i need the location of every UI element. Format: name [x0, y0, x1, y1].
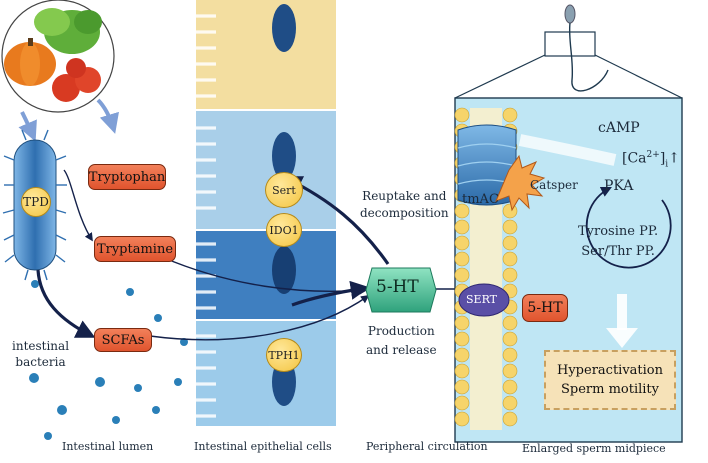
calcium-subscript: i: [665, 159, 669, 170]
particle-dots: [29, 280, 188, 440]
tryptamine-box: Tryptamine: [94, 236, 176, 262]
calcium-arrow: ↑: [668, 150, 680, 167]
reuptake-caption: Reuptake and decomposition: [360, 188, 449, 222]
sperm-serotonin-box: 5-HT: [522, 294, 568, 322]
vegetables-icon: [1, 0, 115, 113]
tryptophan-box: Tryptophan: [88, 164, 166, 190]
bacteria-caption-line2: bacteria: [15, 355, 66, 369]
production-caption: Production and release: [366, 322, 437, 360]
production-line1: Production: [367, 324, 435, 338]
sert-label: Sert: [272, 183, 296, 197]
ido1-enzyme: IDO1: [266, 213, 302, 247]
serthr-label: Ser/Thr PP.: [581, 244, 655, 259]
footer-lumen: Intestinal lumen: [62, 440, 154, 453]
footer-midpiece: Enlarged sperm midpiece: [522, 442, 666, 455]
calcium-label: [Ca2+]i↑: [622, 150, 680, 170]
tpd-label: TPD: [23, 195, 49, 209]
scfas-box: SCFAs: [94, 328, 152, 352]
calcium-superscript: 2+: [646, 150, 660, 160]
ido1-label: IDO1: [269, 223, 299, 237]
pka-label: PKA: [604, 178, 634, 194]
tryptamine-label: Tryptamine: [96, 241, 174, 257]
epithelium-layer: [196, 0, 336, 426]
tryptophan-label: Tryptophan: [88, 169, 166, 185]
scfas-label: SCFAs: [101, 332, 145, 348]
tph1-label: TPH1: [268, 348, 300, 362]
serotonin-node-label: 5-HT: [376, 277, 419, 297]
footer-epithelial: Intestinal epithelial cells: [194, 440, 332, 453]
outcome-line1: Hyperactivation: [557, 363, 663, 378]
tmac-label: tmAC: [462, 192, 499, 207]
footer-peripheral: Peripheral circulation: [366, 440, 488, 453]
tyrosine-label: Tyrosine PP.: [578, 224, 659, 239]
outcome-line2: Sperm motility: [560, 382, 659, 397]
catsper-label: Catsper: [530, 178, 578, 192]
serotonin-node: [365, 267, 437, 313]
tph1-enzyme: TPH1: [266, 338, 302, 372]
sperm-serotonin-label: 5-HT: [527, 300, 563, 316]
tpd-enzyme: TPD: [21, 187, 51, 217]
phosphatase-caption: Tyrosine PP. Ser/Thr PP.: [578, 222, 658, 262]
bacteria-caption-line1: intestinal: [12, 339, 70, 353]
production-line2: and release: [366, 343, 437, 357]
bacteria-caption: intestinal bacteria: [12, 338, 69, 370]
sperm-sert-label: SERT: [466, 293, 497, 306]
reuptake-line2: decomposition: [360, 206, 449, 220]
camp-label: cAMP: [598, 120, 640, 136]
reuptake-line1: Reuptake and: [362, 189, 447, 203]
sert-transporter: Sert: [265, 172, 303, 208]
calcium-text: [Ca: [622, 150, 647, 167]
